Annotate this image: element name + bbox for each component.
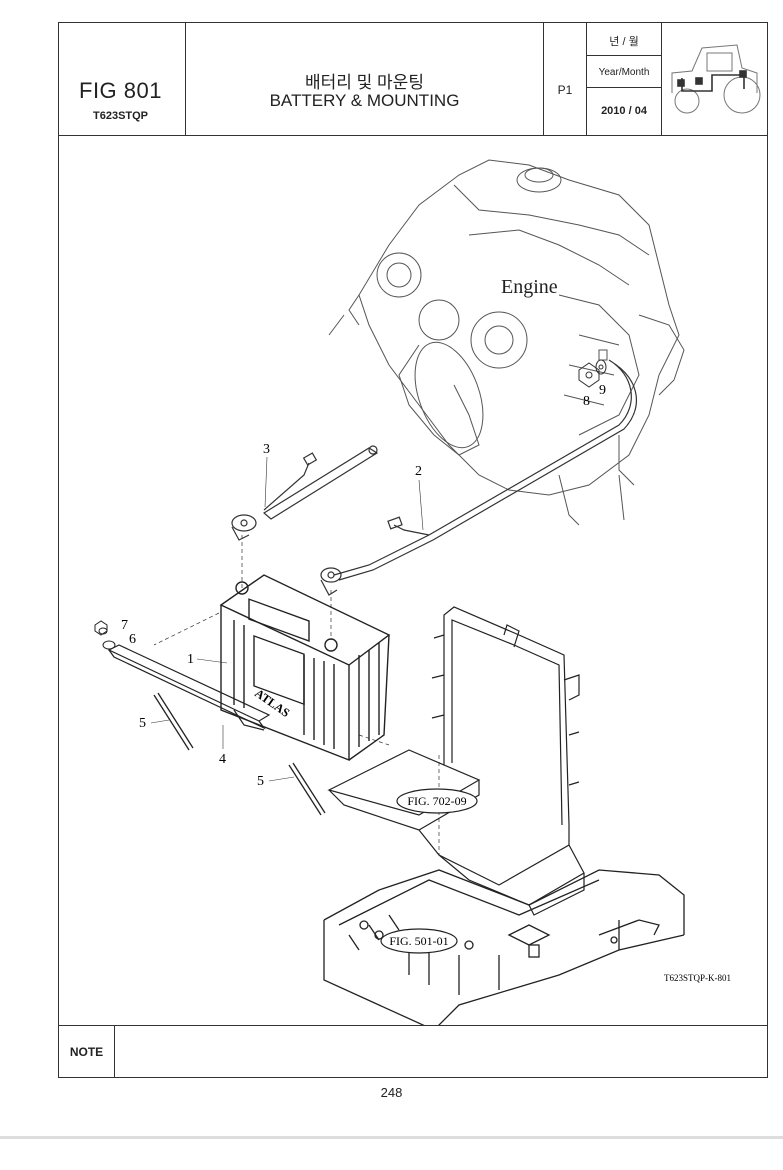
fig-ref-bubble	[396, 788, 478, 814]
leader-line	[418, 479, 424, 531]
callout-4: 4	[219, 752, 226, 767]
battery-bracket-frame	[327, 606, 585, 916]
divider	[587, 87, 661, 88]
callout-6: 6	[129, 632, 136, 647]
bolt-and-washer	[94, 620, 116, 650]
title-english: BATTERY & MOUNTING	[269, 91, 460, 110]
hold-down-rods	[153, 692, 326, 816]
date-label-english: Year/Month	[598, 67, 650, 78]
title-korean: 배터리 및 마운팅	[305, 73, 424, 92]
callout-5-right: 5	[257, 774, 264, 789]
date-label-korean: 년 / 월	[609, 36, 639, 48]
page-cell: P1	[544, 23, 587, 135]
callout-5-left: 5	[139, 716, 146, 731]
ref-fig-501: FIG. 501-01	[389, 934, 448, 948]
fig-cell: FIG 801 T623STQP	[59, 23, 186, 135]
date-cell: 년 / 월 Year/Month 2010 / 04	[587, 23, 662, 135]
callout-9: 9	[599, 383, 606, 398]
assembly-guides	[153, 535, 440, 855]
battery	[219, 574, 391, 762]
leader-line	[196, 658, 228, 664]
engine-label: Engine	[501, 276, 558, 298]
battery-cable-3	[231, 445, 379, 541]
tractor-thumbnail-icon	[671, 44, 761, 114]
battery-holder	[107, 644, 271, 731]
note-label: NOTE	[59, 1026, 115, 1078]
fig-ref-bubble	[380, 928, 458, 954]
battery-cable-2	[320, 359, 637, 596]
scan-edge	[0, 1136, 783, 1139]
battery-brand: ATLAS	[252, 686, 292, 720]
engine-outline	[328, 159, 685, 526]
leader-line	[264, 456, 268, 508]
exploded-view-drawing: Engine 8 9 2	[59, 135, 767, 1031]
tractor-thumbnail-cell	[662, 23, 767, 135]
callout-1: 1	[187, 652, 194, 667]
nut-and-washer	[578, 359, 607, 388]
page-number: 248	[380, 1085, 403, 1100]
battery-assembly-diagram: Engine 8 9 2	[94, 159, 731, 1031]
title-cell: 배터리 및 마운팅 BATTERY & MOUNTING	[186, 23, 544, 135]
callout-2: 2	[415, 464, 422, 479]
title-block: FIG 801 T623STQP 배터리 및 마운팅 BATTERY & MOU…	[59, 23, 767, 136]
callout-3: 3	[263, 442, 270, 457]
callout-7: 7	[121, 618, 128, 633]
parts-sheet: FIG 801 T623STQP 배터리 및 마운팅 BATTERY & MOU…	[58, 22, 768, 1078]
fig-number: FIG 801	[79, 78, 162, 103]
chassis-frame	[323, 869, 685, 1031]
page-label: P1	[557, 83, 573, 97]
note-row: NOTE	[59, 1025, 767, 1078]
ref-fig-702: FIG. 702-09	[407, 794, 466, 808]
drawing-code: T623STQP-K-801	[664, 973, 731, 983]
callout-8: 8	[583, 394, 590, 409]
model-code: T623STQP	[93, 110, 149, 122]
date-value: 2010 / 04	[601, 105, 647, 117]
divider	[587, 55, 661, 56]
leader-line	[268, 776, 295, 782]
leader-line	[150, 719, 170, 724]
